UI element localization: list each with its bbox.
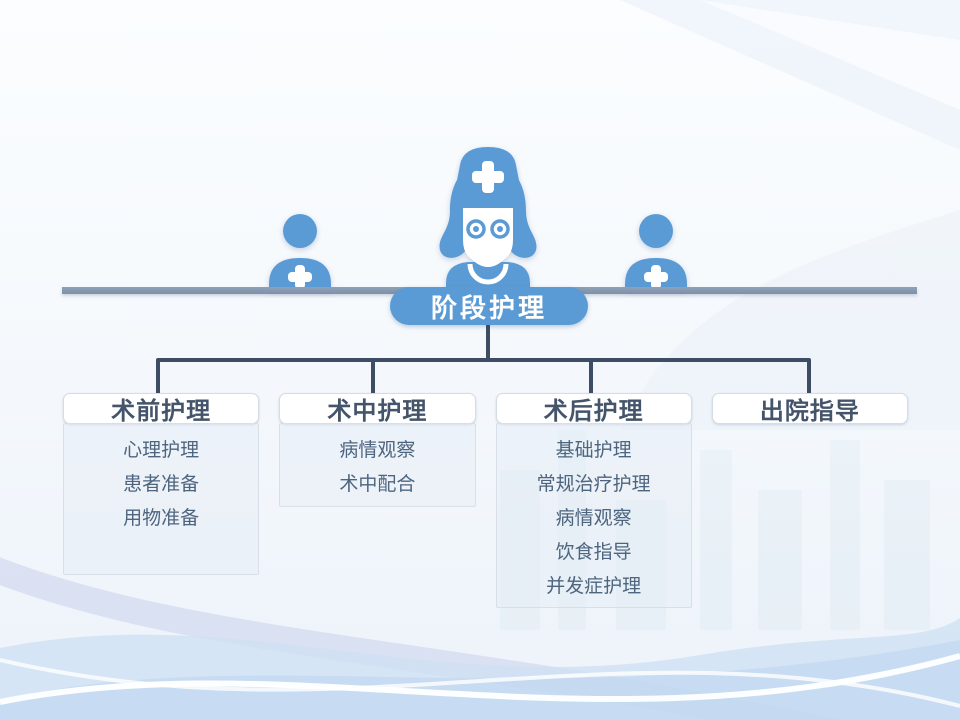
list-item: 用物准备 — [123, 508, 200, 529]
list-item: 病情观察 — [555, 508, 632, 529]
list-item: 病情观察 — [339, 440, 416, 461]
person-icon — [625, 214, 687, 290]
list-item: 术中配合 — [339, 474, 416, 495]
list-item: 患者准备 — [123, 474, 200, 495]
branch-preop: 术前护理 心理护理 患者准备 用物准备 — [63, 393, 260, 608]
branch-title: 术前护理 — [111, 398, 212, 425]
center-stage-label: 阶段护理 — [390, 287, 588, 325]
branch-intraop: 术中护理 病情观察 术中配合 — [279, 393, 476, 608]
branch-title: 术中护理 — [327, 398, 428, 425]
list-item: 心理护理 — [123, 440, 200, 461]
list-item: 饮食指导 — [555, 542, 632, 563]
branch-item-list: 病情观察 术中配合 — [279, 423, 476, 507]
branch-title: 出院指导 — [759, 398, 860, 425]
list-item: 基础护理 — [555, 440, 632, 461]
branch-columns: 术前护理 心理护理 患者准备 用物准备 术中护理 病情观察 术中配合 术后护理 … — [63, 393, 908, 608]
person-icon — [269, 214, 331, 290]
list-item: 并发症护理 — [546, 576, 642, 597]
branch-title: 术后护理 — [543, 398, 644, 425]
branch-postop: 术后护理 基础护理 常规治疗护理 病情观察 饮食指导 并发症护理 — [495, 393, 692, 608]
branch-item-list: 基础护理 常规治疗护理 病情观察 饮食指导 并发症护理 — [495, 423, 692, 608]
branch-item-list: 心理护理 患者准备 用物准备 — [63, 423, 260, 575]
center-stage-text: 阶段护理 — [430, 292, 547, 323]
branch-header: 术后护理 — [495, 393, 692, 425]
branch-header: 术前护理 — [63, 393, 260, 425]
branch-header: 出院指导 — [711, 393, 908, 425]
branch-header: 术中护理 — [279, 393, 476, 425]
list-item: 常规治疗护理 — [536, 474, 651, 495]
branch-discharge: 出院指导 — [711, 393, 908, 608]
nurse-icon — [439, 147, 537, 290]
